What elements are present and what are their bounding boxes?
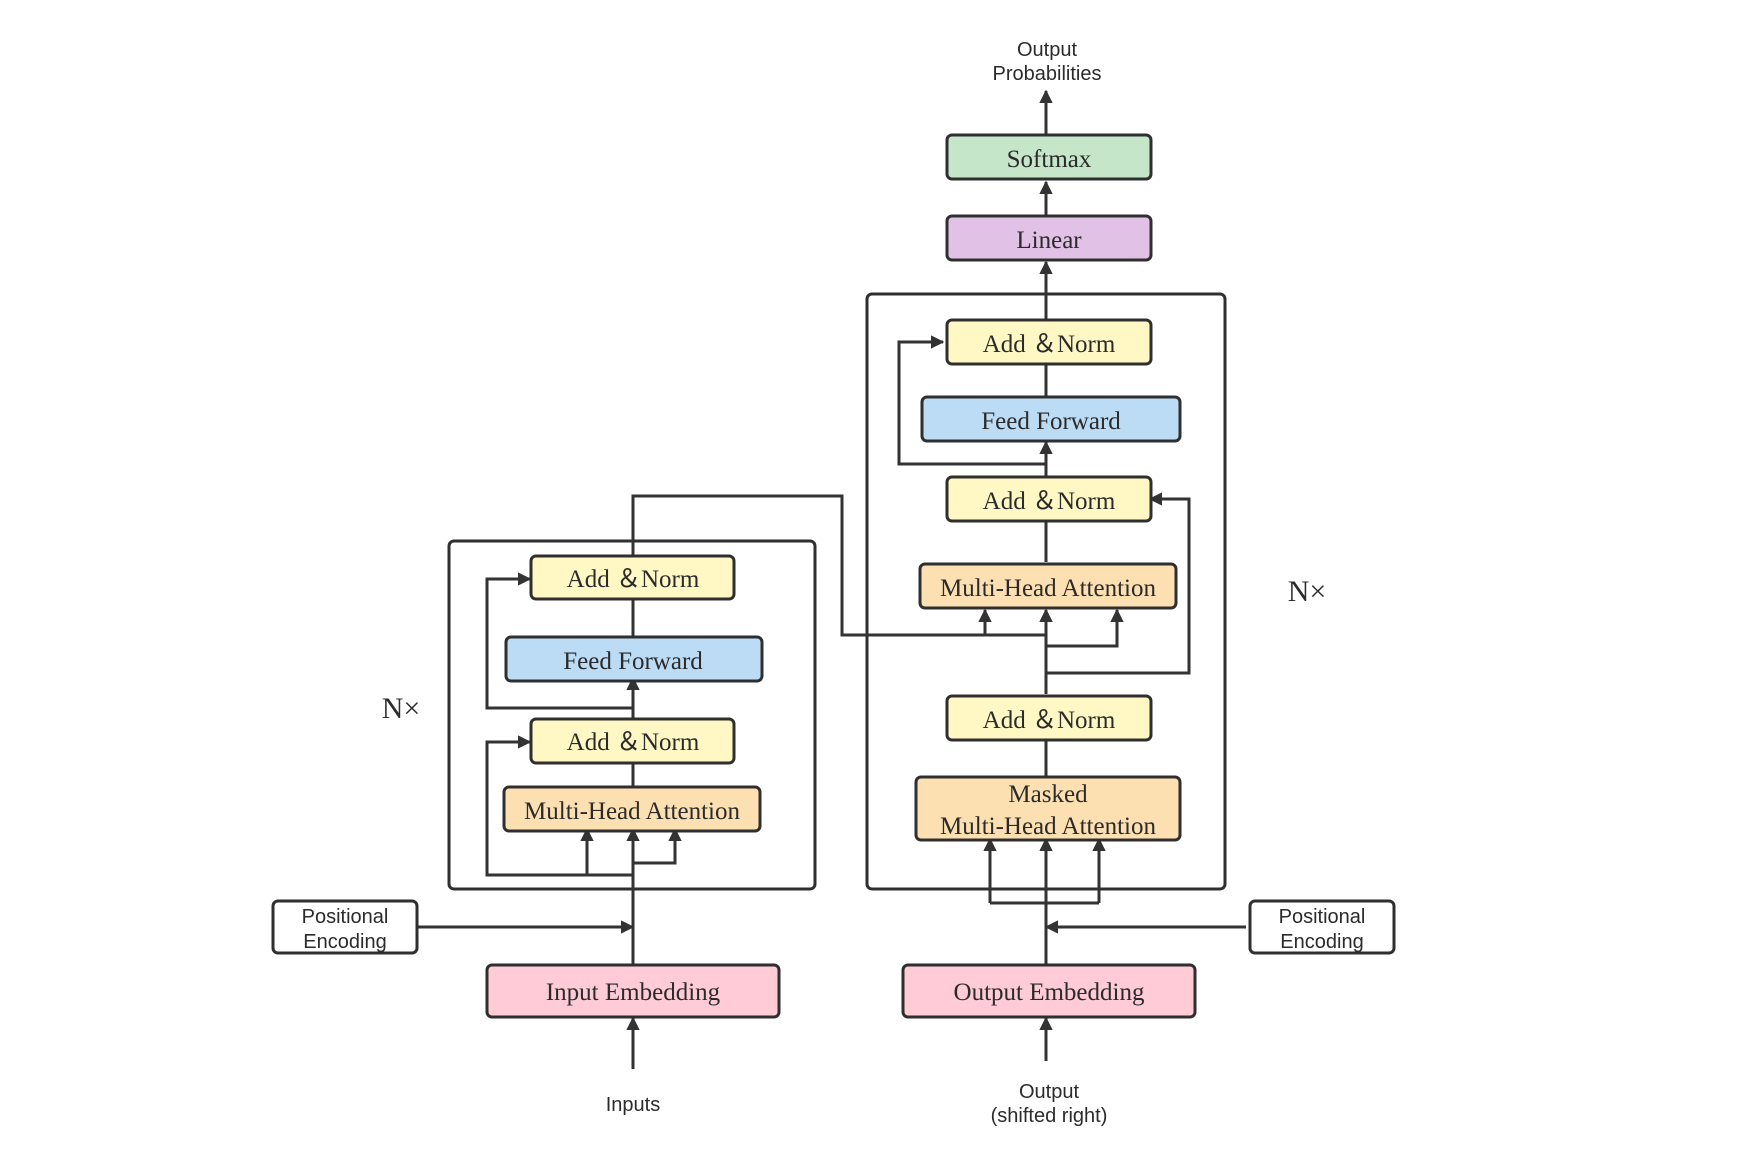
output-embedding: Output Embedding	[901, 963, 1197, 1019]
decoder-add-norm-middle: Add ＆Norm	[945, 475, 1153, 523]
encoder-multi-head-attention: Multi-Head Attention	[502, 785, 762, 833]
svg-text:Add ＆Norm: Add ＆Norm	[567, 729, 700, 756]
output-probabilities-label-line1: Output	[1017, 39, 1077, 61]
svg-text:Multi-Head Attention: Multi-Head Attention	[524, 798, 740, 825]
svg-text:Add ＆Norm: Add ＆Norm	[567, 566, 700, 593]
svg-text:Encoding: Encoding	[1280, 931, 1363, 953]
svg-text:Positional: Positional	[1279, 906, 1366, 928]
svg-text:Add ＆Norm: Add ＆Norm	[983, 707, 1116, 734]
svg-text:Encoding: Encoding	[303, 931, 386, 953]
decoder-repeat-label: N×	[1288, 575, 1327, 608]
svg-text:Feed Forward: Feed Forward	[563, 648, 703, 675]
encoder-positional-encoding: Positional Encoding	[271, 899, 419, 955]
edge-encoder-output-to-decoder	[631, 494, 1046, 637]
decoder-positional-encoding: Positional Encoding	[1248, 899, 1396, 955]
decoder-cross-attention: Multi-Head Attention	[918, 562, 1178, 610]
output-shifted-label-line2: (shifted right)	[991, 1105, 1108, 1127]
encoder-edges	[418, 494, 1053, 1069]
inputs-label: Inputs	[606, 1094, 660, 1116]
edge-encoder-residual-1	[485, 735, 633, 877]
encoder-add-norm-bottom: Add ＆Norm	[529, 717, 736, 765]
svg-text:Multi-Head Attention: Multi-Head Attention	[940, 575, 1156, 602]
encoder-add-norm-top: Add ＆Norm	[529, 554, 736, 601]
decoder-edges	[897, 89, 1246, 1061]
decoder-masked-attention: Masked Multi-Head Attention	[914, 775, 1182, 842]
output-probabilities-label-line2: Probabilities	[993, 63, 1102, 85]
svg-text:Masked: Masked	[1008, 781, 1088, 808]
encoder-feed-forward: Feed Forward	[504, 635, 764, 683]
input-embedding: Input Embedding	[485, 963, 781, 1019]
decoder-feed-forward: Feed Forward	[920, 395, 1182, 443]
softmax: Softmax	[945, 133, 1153, 181]
edge-decoder-cross-v	[1046, 608, 1124, 648]
edge-decoder-residual-cross	[1046, 492, 1191, 675]
svg-text:Add ＆Norm: Add ＆Norm	[983, 488, 1116, 515]
svg-text:Multi-Head Attention: Multi-Head Attention	[940, 813, 1156, 840]
encoder-repeat-label: N×	[382, 692, 421, 725]
svg-text:Feed Forward: Feed Forward	[981, 408, 1121, 435]
svg-text:Linear: Linear	[1016, 227, 1082, 254]
edge-decoder-residual-ff	[897, 335, 1046, 466]
svg-text:Softmax: Softmax	[1007, 146, 1092, 173]
svg-text:Positional: Positional	[302, 906, 389, 928]
decoder-add-norm-bottom: Add ＆Norm	[945, 694, 1153, 742]
svg-text:Input Embedding: Input Embedding	[546, 979, 721, 1006]
linear: Linear	[945, 214, 1153, 262]
output-shifted-label-line1: Output	[1019, 1081, 1079, 1103]
edge-encoder-attention-v	[633, 827, 682, 865]
svg-text:Output Embedding: Output Embedding	[954, 979, 1145, 1006]
edge-encoder-attention-k	[580, 827, 633, 877]
decoder-add-norm-top: Add ＆Norm	[945, 318, 1153, 366]
edge-encoder-residual-2	[485, 572, 633, 710]
svg-text:Add ＆Norm: Add ＆Norm	[983, 331, 1116, 358]
